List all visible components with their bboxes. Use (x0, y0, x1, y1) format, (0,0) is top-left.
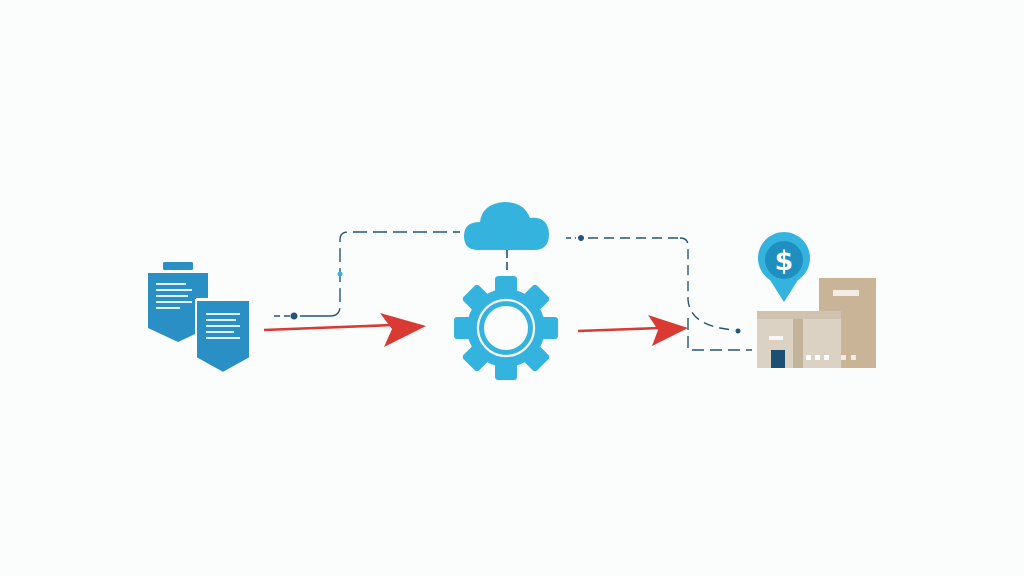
building-icon (757, 278, 876, 368)
dollar-pin-glyph: $ (775, 246, 794, 277)
gear-icon (454, 276, 558, 380)
arrow-documents-to-gear (263, 313, 426, 347)
cloud-icon (464, 202, 549, 250)
arrow-gear-to-business (577, 315, 688, 346)
connector-documents-to-cloud (274, 231, 460, 320)
connector-cloud-to-business (566, 235, 752, 351)
dollar-pin-icon: $ (758, 232, 810, 302)
documents-icon (148, 262, 251, 375)
